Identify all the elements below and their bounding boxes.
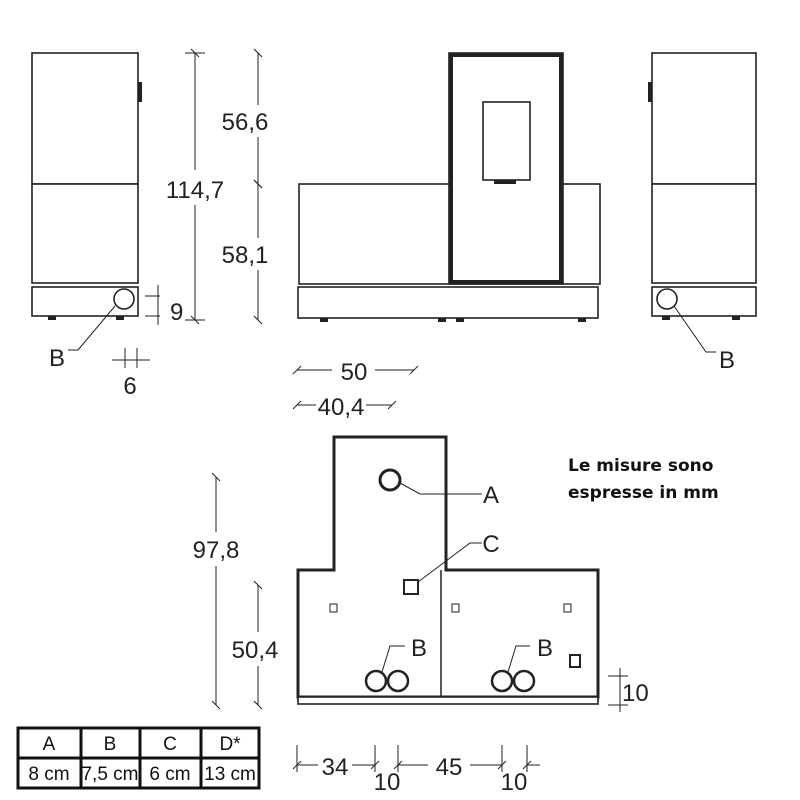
outlet-b-circle bbox=[512, 669, 536, 693]
dimension-plan-depth-lower: 50,4 bbox=[232, 580, 279, 710]
dim-label: 56,6 bbox=[222, 109, 269, 136]
outlet-a-circle bbox=[378, 468, 402, 492]
table-header: C bbox=[163, 734, 177, 755]
dim-label: 10 bbox=[622, 680, 649, 707]
note-line-1: Le misure sono bbox=[568, 456, 713, 476]
dimension-bottom-row: 34 10 45 10 bbox=[292, 745, 540, 796]
table-cell: 6 cm bbox=[149, 764, 190, 785]
dimension-plan-side: 10 bbox=[608, 668, 649, 712]
dim-label: 50 bbox=[341, 359, 368, 386]
dim-label: 40,4 bbox=[318, 394, 365, 421]
outlet-b-circle bbox=[113, 288, 135, 310]
dim-label: 50,4 bbox=[232, 637, 279, 664]
label-a: A bbox=[483, 482, 499, 509]
dim-label: 10 bbox=[374, 769, 401, 796]
dim-label: 45 bbox=[436, 754, 463, 781]
dimension-width-inner: 40,4 bbox=[292, 394, 397, 421]
label-b-plan-right: B bbox=[537, 635, 553, 662]
table-header: B bbox=[104, 734, 117, 755]
table-cell: 7,5 cm bbox=[81, 764, 138, 785]
table-header: D* bbox=[219, 734, 241, 755]
outlet-b-circle bbox=[364, 669, 388, 693]
dimension-total-height: 114,7 bbox=[166, 48, 224, 325]
dimension-width-front: 50 bbox=[292, 359, 419, 386]
dimension-lower-height: 58,1 bbox=[222, 179, 269, 325]
dim-label: 97,8 bbox=[193, 537, 240, 564]
front-view bbox=[297, 52, 601, 322]
dim-label: 34 bbox=[322, 754, 349, 781]
dim-label: 58,1 bbox=[222, 242, 269, 269]
table-header: A bbox=[43, 734, 56, 755]
label-b-left: B bbox=[49, 345, 65, 372]
dimension-side-offset: 6 bbox=[112, 348, 150, 400]
outlet-b-circle bbox=[656, 288, 678, 310]
dim-label: 10 bbox=[501, 769, 528, 796]
plan-view: A C B B bbox=[296, 435, 600, 705]
label-b-plan-left: B bbox=[411, 635, 427, 662]
outlet-b-circle bbox=[386, 669, 410, 693]
size-table: A B C D* 8 cm 7,5 cm 6 cm 13 cm bbox=[16, 726, 261, 790]
dim-label: 9 bbox=[170, 299, 183, 326]
label-c: C bbox=[482, 531, 499, 558]
note-line-2: espresse in mm bbox=[568, 483, 719, 503]
outlet-b-circle bbox=[490, 669, 514, 693]
dimension-base-offset: 9 bbox=[145, 285, 183, 326]
dim-label: 6 bbox=[123, 373, 136, 400]
table-cell: 8 cm bbox=[28, 764, 69, 785]
label-b-right: B bbox=[719, 347, 735, 374]
table-cell: 13 cm bbox=[204, 764, 256, 785]
dim-label: 114,7 bbox=[166, 177, 224, 204]
left-side-view: B bbox=[31, 52, 142, 372]
right-side-view: B bbox=[648, 52, 757, 374]
dimension-upper-height: 56,6 bbox=[222, 48, 269, 189]
dimension-plan-depth: 97,8 bbox=[193, 472, 240, 710]
